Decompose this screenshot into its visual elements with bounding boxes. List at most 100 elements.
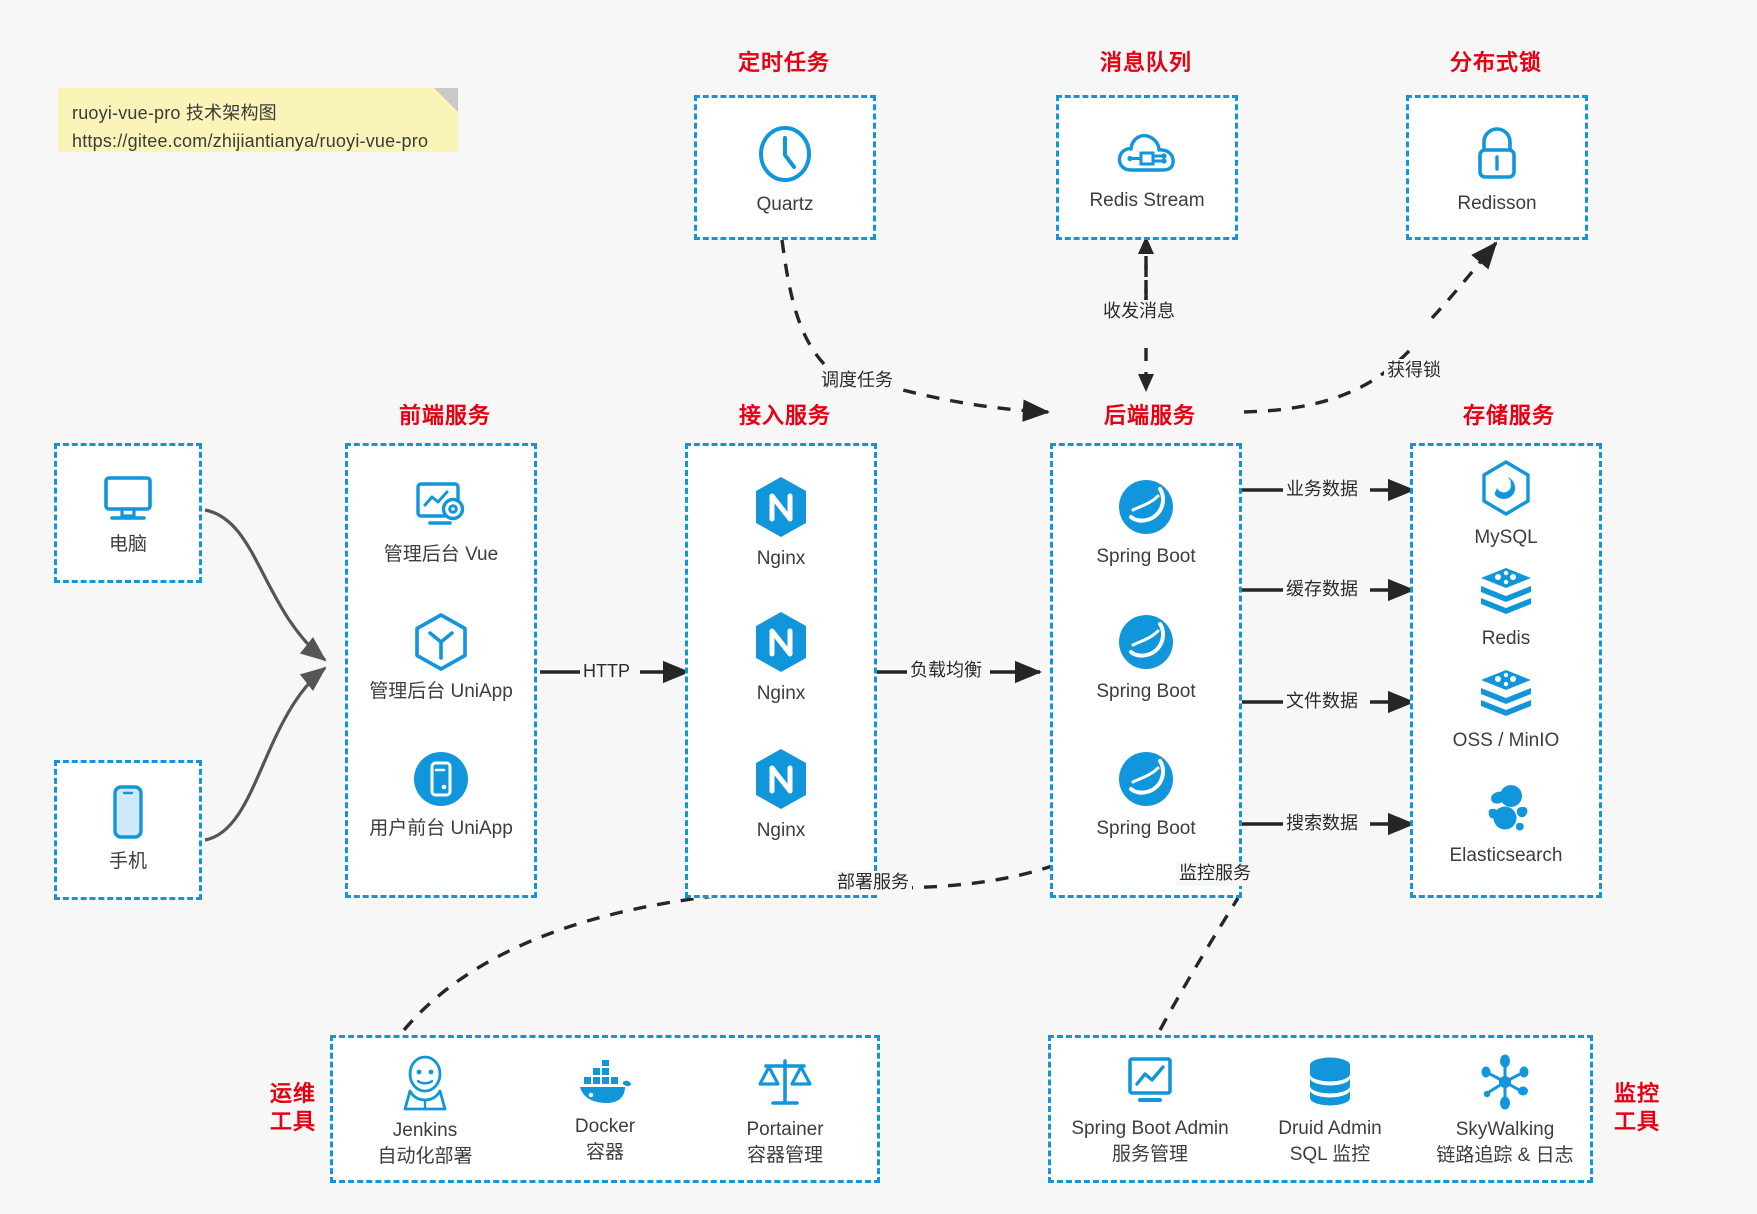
database-cylinder-icon: [1310, 1057, 1350, 1106]
node-label: Druid Admin: [1278, 1117, 1382, 1139]
node-label: Docker: [574, 1115, 636, 1137]
node-user-uniapp[interactable]: 用户前台 UniApp: [345, 740, 537, 850]
caption-monitor-tools-line2: 工具: [1613, 1108, 1660, 1134]
caption-ops-tools-line2: 工具: [269, 1108, 316, 1134]
node-skywalking[interactable]: SkyWalking 链路追踪 & 日志: [1415, 1048, 1595, 1173]
edge-label-load-balance: 负载均衡: [907, 659, 985, 683]
clock-icon: [759, 126, 811, 183]
node-admin-vue[interactable]: 管理后台 Vue: [345, 468, 537, 578]
node-label: 电脑: [108, 534, 147, 556]
node-spring-boot-2[interactable]: Spring Boot: [1050, 603, 1242, 713]
node-label: Spring Boot: [1096, 546, 1196, 568]
node-mobile[interactable]: 手机: [54, 770, 202, 888]
dashboard-screen-icon: [416, 482, 465, 525]
node-label: Spring Boot Admin: [1071, 1117, 1229, 1139]
caption-ops-tools-line1: 运维: [269, 1081, 316, 1106]
hexagon-cube-icon: [415, 613, 467, 671]
node-redis-stream[interactable]: Redis Stream: [1056, 110, 1238, 230]
elasticsearch-icon: [1488, 784, 1528, 831]
caption-monitor-tools-line1: 监控: [1613, 1081, 1660, 1106]
caption-message-queue: 消息队列: [1099, 50, 1192, 75]
edge-label-file-data: 文件数据: [1283, 690, 1361, 714]
spring-boot-icon: [1119, 480, 1173, 535]
desktop-computer-icon: [104, 476, 152, 520]
edge-label-schedule-task: 调度任务: [818, 369, 896, 393]
node-spring-boot-admin[interactable]: Spring Boot Admin 服务管理: [1055, 1048, 1245, 1173]
redis-stack-icon: [1481, 670, 1531, 717]
node-label: Elasticsearch: [1449, 844, 1563, 866]
node-label: OSS / MinIO: [1452, 730, 1560, 752]
note-title: ruoyi-vue-pro 技术架构图: [72, 103, 277, 123]
note-url: https://gitee.com/zhijiantianya/ruoyi-vu…: [72, 130, 429, 151]
spring-boot-icon: [1119, 615, 1173, 670]
node-label: Nginx: [756, 683, 806, 705]
node-docker[interactable]: Docker 容器: [520, 1048, 690, 1173]
node-label: Portainer: [746, 1118, 824, 1140]
node-label: 用户前台 UniApp: [369, 818, 513, 840]
edge-label-monitor-service: 监控服务: [1176, 862, 1254, 886]
node-quartz[interactable]: Quartz: [694, 110, 876, 230]
node-druid-admin[interactable]: Druid Admin SQL 监控: [1245, 1048, 1415, 1173]
node-nginx-1[interactable]: Nginx: [685, 468, 877, 578]
node-label: Nginx: [756, 548, 806, 570]
nginx-icon: [756, 749, 806, 810]
node-jenkins[interactable]: Jenkins 自动化部署: [340, 1048, 510, 1173]
node-label: SkyWalking: [1455, 1118, 1555, 1140]
edge-label-search-data: 搜索数据: [1283, 812, 1361, 836]
node-desktop[interactable]: 电脑: [54, 455, 202, 573]
node-redis[interactable]: Redis: [1410, 558, 1602, 658]
node-label: 手机: [108, 851, 147, 873]
node-mysql[interactable]: MySQL: [1410, 455, 1602, 555]
node-label: Nginx: [756, 820, 806, 842]
node-elasticsearch[interactable]: Elasticsearch: [1410, 772, 1602, 877]
caption-gateway-service: 接入服务: [738, 403, 831, 428]
node-portainer[interactable]: Portainer 容器管理: [700, 1048, 870, 1173]
caption-frontend-service: 前端服务: [398, 403, 491, 428]
caption-ops-tools: 运维 工具: [258, 1080, 328, 1135]
cloud-stream-icon: [1117, 134, 1175, 172]
jenkins-butler-icon: [403, 1055, 447, 1111]
edge-label-deploy-service: 部署服务: [834, 871, 912, 895]
node-label: 管理后台 UniApp: [369, 681, 513, 703]
node-sublabel: 自动化部署: [377, 1145, 473, 1167]
node-label: Redis Stream: [1089, 190, 1205, 212]
node-label: MySQL: [1474, 527, 1538, 549]
edge-label-http: HTTP: [580, 660, 633, 684]
nginx-icon: [756, 477, 806, 538]
group-box-client-desktop: [54, 443, 202, 583]
group-box-scheduled-task: [694, 95, 876, 240]
mysql-dolphin-icon: [1482, 460, 1530, 516]
node-sublabel: SQL 监控: [1289, 1143, 1371, 1165]
mobile-phone-icon: [113, 785, 143, 839]
spring-boot-icon: [1119, 752, 1173, 807]
docker-whale-icon: [580, 1059, 631, 1103]
note-fold-corner: [434, 88, 458, 112]
caption-monitor-tools: 监控 工具: [1602, 1080, 1672, 1135]
node-label: 管理后台 Vue: [383, 544, 499, 566]
node-sublabel: 服务管理: [1111, 1143, 1188, 1165]
node-nginx-3[interactable]: Nginx: [685, 740, 877, 850]
node-redisson[interactable]: Redisson: [1406, 110, 1588, 230]
padlock-icon: [1478, 127, 1516, 179]
edge-label-send-receive-message: 收发消息: [1100, 300, 1178, 324]
caption-scheduled-task: 定时任务: [737, 50, 830, 75]
edge-label-business-data: 业务数据: [1283, 478, 1361, 502]
node-label: Spring Boot: [1096, 681, 1196, 703]
node-label: Spring Boot: [1096, 818, 1196, 840]
node-oss-minio[interactable]: OSS / MinIO: [1410, 660, 1602, 760]
node-label: Quartz: [756, 194, 814, 216]
node-sublabel: 容器管理: [746, 1144, 823, 1166]
scales-balance-icon: [758, 1059, 812, 1105]
node-admin-uniapp[interactable]: 管理后台 UniApp: [345, 603, 537, 713]
network-nodes-icon: [1481, 1054, 1529, 1110]
node-nginx-2[interactable]: Nginx: [685, 603, 877, 713]
edge-label-acquire-lock: 获得锁: [1384, 359, 1444, 383]
node-spring-boot-3[interactable]: Spring Boot: [1050, 740, 1242, 850]
monitor-chart-icon: [1128, 1057, 1172, 1102]
mobile-app-circle-icon: [414, 752, 468, 807]
caption-distributed-lock: 分布式锁: [1449, 50, 1542, 75]
nginx-icon: [756, 612, 806, 673]
node-spring-boot-1[interactable]: Spring Boot: [1050, 468, 1242, 578]
node-label: Jenkins: [392, 1119, 458, 1141]
